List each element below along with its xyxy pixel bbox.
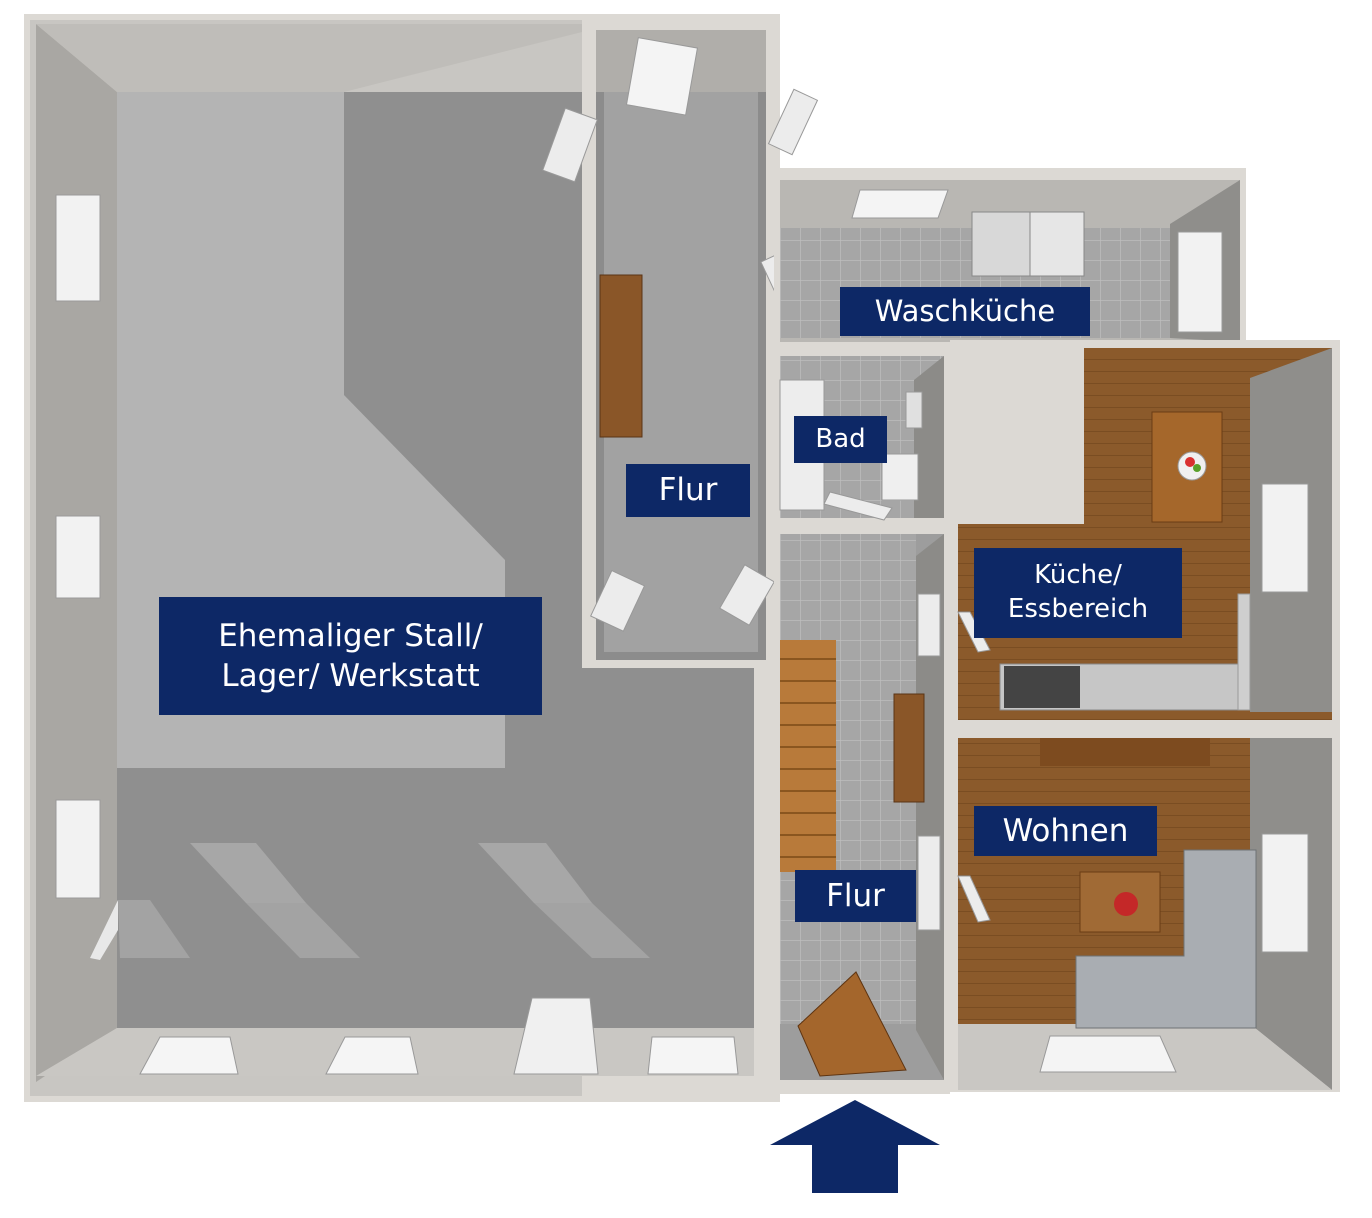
arrow-up-icon	[770, 1100, 940, 1193]
label-waschkueche: Waschküche	[840, 287, 1090, 336]
label-stall: Ehemaliger Stall/ Lager/ Werkstatt	[159, 597, 542, 715]
room-kueche	[950, 340, 1340, 730]
label-flur-bottom: Flur	[795, 870, 916, 922]
label-bad: Bad	[794, 416, 887, 463]
label-kueche: Küche/ Essbereich	[974, 548, 1182, 638]
room-flur-bottom	[774, 524, 950, 1094]
label-flur-top: Flur	[626, 464, 750, 517]
room-wohnen	[950, 730, 1340, 1092]
label-wohnen: Wohnen	[974, 806, 1157, 856]
room-flur-top	[542, 14, 819, 668]
